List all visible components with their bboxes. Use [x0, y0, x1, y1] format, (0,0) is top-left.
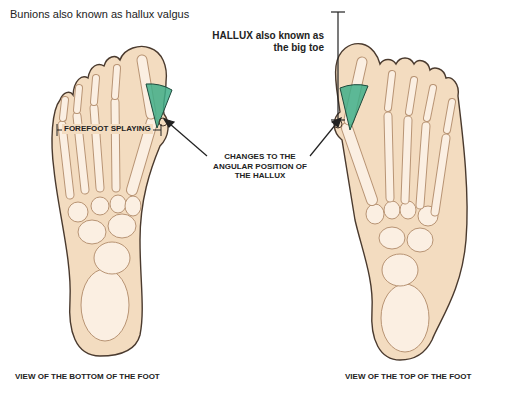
bone-outline: [388, 74, 392, 108]
bone-outline: [94, 78, 96, 102]
bone-outline: [115, 68, 117, 96]
bone: [409, 80, 414, 112]
bottom-view-foot: [52, 47, 172, 357]
bone-outline: [405, 120, 408, 200]
bone: [94, 78, 96, 102]
bone-outline: [94, 108, 100, 188]
dimension-label: FOREFOOT SPLAYING: [62, 124, 153, 134]
bone-outline: [63, 100, 65, 118]
bone-outline: [77, 88, 79, 110]
bone: [347, 128, 372, 200]
tarsal-bone: [384, 201, 400, 219]
tarsal-bone: [381, 284, 429, 352]
bone: [388, 116, 390, 198]
bone-outline: [347, 128, 372, 200]
tarsal-bone: [125, 196, 141, 216]
bone: [427, 88, 433, 118]
bone: [405, 120, 408, 200]
tarsal-bone: [91, 197, 109, 215]
foot-outline: [334, 44, 467, 360]
bone: [77, 88, 79, 110]
bone: [435, 138, 446, 212]
bone-outline: [427, 88, 433, 118]
foot-bones: [347, 62, 452, 352]
tarsal-bone: [81, 269, 129, 341]
tarsal-bone: [382, 254, 418, 286]
callout-label: CHANGES TO THE ANGULAR POSITION OF THE H…: [212, 152, 308, 181]
bone-outline: [420, 126, 426, 205]
tarsal-bone: [366, 204, 384, 224]
top-view-foot: [334, 44, 467, 360]
bone: [62, 125, 70, 195]
view-caption: VIEW OF THE TOP OF THE FOOT: [345, 372, 471, 382]
bone-outline: [62, 125, 70, 195]
bone-outline: [115, 102, 116, 188]
angle-wedge: [340, 85, 368, 130]
diagram-title: Bunions also known as hallux valgus: [10, 8, 189, 21]
bone: [115, 68, 117, 96]
tarsal-bone: [78, 220, 106, 244]
bone: [388, 74, 392, 108]
bone: [447, 102, 452, 130]
splay-dimension: [57, 124, 161, 136]
bone: [420, 126, 426, 205]
part-label: HALLUX also known as the big toe: [212, 30, 324, 54]
leader-lines: [164, 118, 341, 156]
tarsal-bone: [407, 228, 433, 252]
tarsal-bone: [379, 227, 405, 249]
bone: [115, 102, 116, 188]
tarsal-bone: [400, 201, 416, 219]
bone-outline: [388, 116, 390, 198]
bone-outline: [447, 102, 452, 130]
hallux-bracket: [331, 12, 345, 120]
view-caption: VIEW OF THE BOTTOM OF THE FOOT: [15, 372, 160, 382]
bone: [94, 108, 100, 188]
tarsal-bone: [68, 202, 88, 222]
tarsal-bone: [108, 214, 136, 238]
bone-outline: [435, 138, 446, 212]
bone-outline: [409, 80, 414, 112]
tarsal-bone: [94, 242, 130, 274]
bone: [63, 100, 65, 118]
tarsal-bone: [110, 195, 126, 213]
foot-bones: [62, 60, 152, 341]
